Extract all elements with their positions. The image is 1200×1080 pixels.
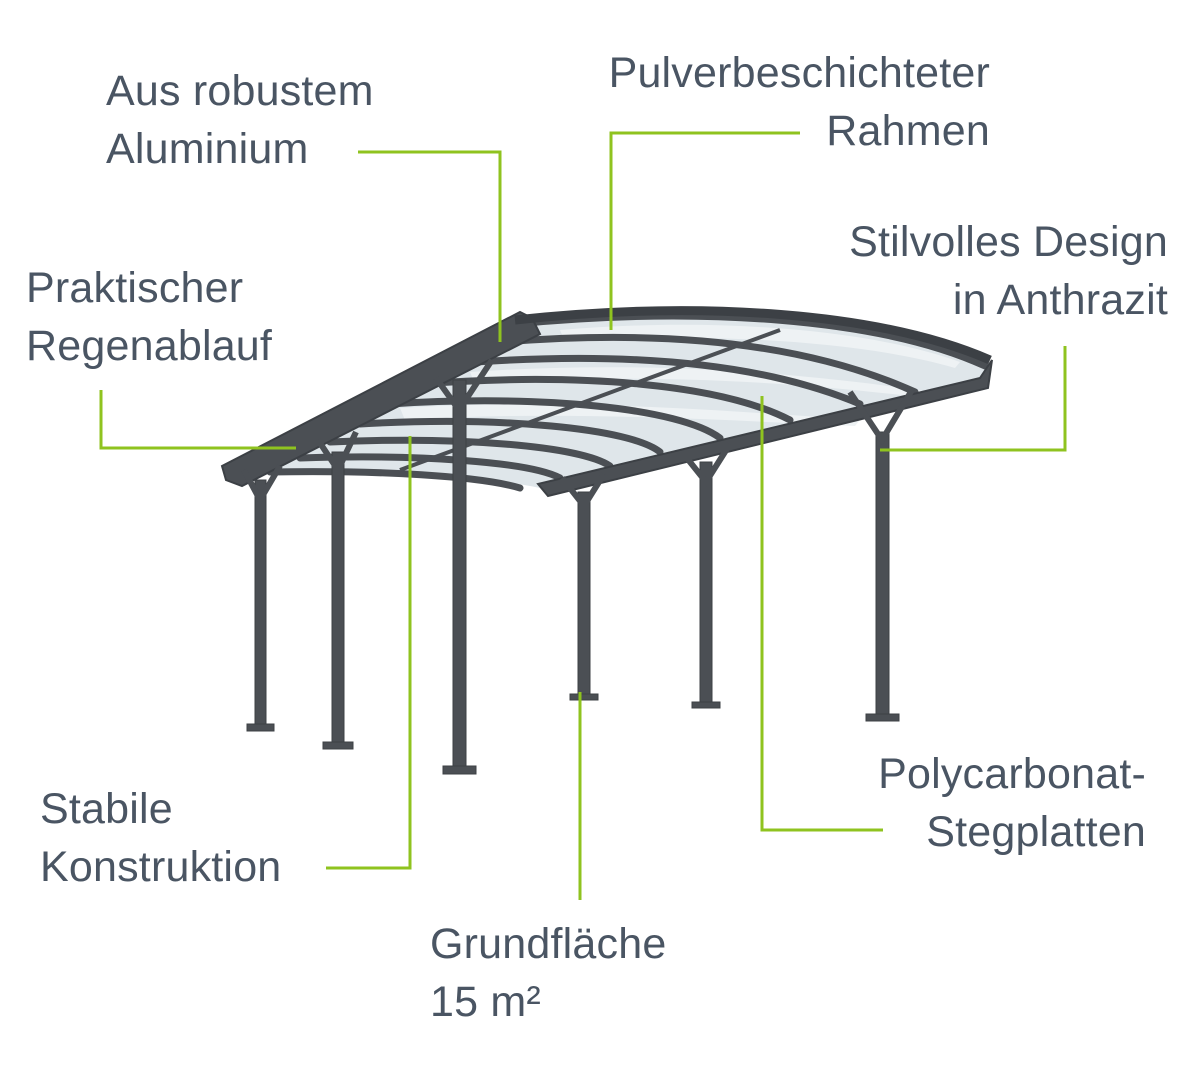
leader-frame: [609, 131, 800, 330]
end-arch-beam: [514, 306, 992, 365]
callout-area-line1: Grundfläche: [430, 920, 667, 968]
callout-gutter-line1: Praktischer: [26, 264, 244, 312]
post-4: [577, 491, 591, 699]
posts: [246, 379, 900, 775]
callout-design: Stilvolles Design in Anthrazit: [849, 213, 1168, 329]
callout-gutter: Praktischer Regenablauf: [26, 259, 272, 375]
callout-construction-line2: Konstruktion: [40, 843, 282, 891]
callout-panels: Polycarbonat- Stegplatten: [878, 745, 1146, 861]
leader-design: [880, 346, 1067, 452]
callout-area-line2: 15 m²: [430, 978, 541, 1026]
callout-aluminium: Aus robustem Aluminium: [106, 62, 374, 178]
back-eave-beam: [220, 310, 542, 488]
post-2: [331, 451, 345, 745]
leader-lines: [99, 131, 1067, 900]
callout-gutter-line2: Regenablauf: [26, 322, 273, 370]
callout-frame-line2: Rahmen: [826, 107, 990, 155]
callout-frame: Pulverbeschichteter Rahmen: [609, 44, 990, 160]
callout-area: Grundfläche 15 m²: [430, 915, 666, 1031]
leader-gutter: [99, 390, 296, 450]
callout-aluminium-line2: Aluminium: [106, 125, 309, 173]
callout-panels-line1: Polycarbonat-: [878, 750, 1146, 798]
post-1: [254, 479, 267, 729]
leader-construction: [326, 436, 412, 870]
callout-design-line2: in Anthrazit: [952, 276, 1168, 324]
roof-panels: [240, 316, 985, 488]
post-brackets: [241, 358, 915, 512]
post-3: [452, 379, 467, 771]
callout-panels-line2: Stegplatten: [926, 808, 1146, 856]
leader-aluminium: [358, 150, 502, 342]
callout-design-line1: Stilvolles Design: [849, 218, 1168, 266]
leader-panels: [760, 396, 883, 832]
post-6: [875, 431, 890, 719]
post-5: [699, 461, 713, 707]
callout-aluminium-line1: Aus robustem: [106, 67, 374, 115]
callout-construction: Stabile Konstruktion: [40, 780, 281, 896]
callout-frame-line1: Pulverbeschichteter: [608, 49, 990, 97]
callout-construction-line1: Stabile: [40, 785, 173, 833]
